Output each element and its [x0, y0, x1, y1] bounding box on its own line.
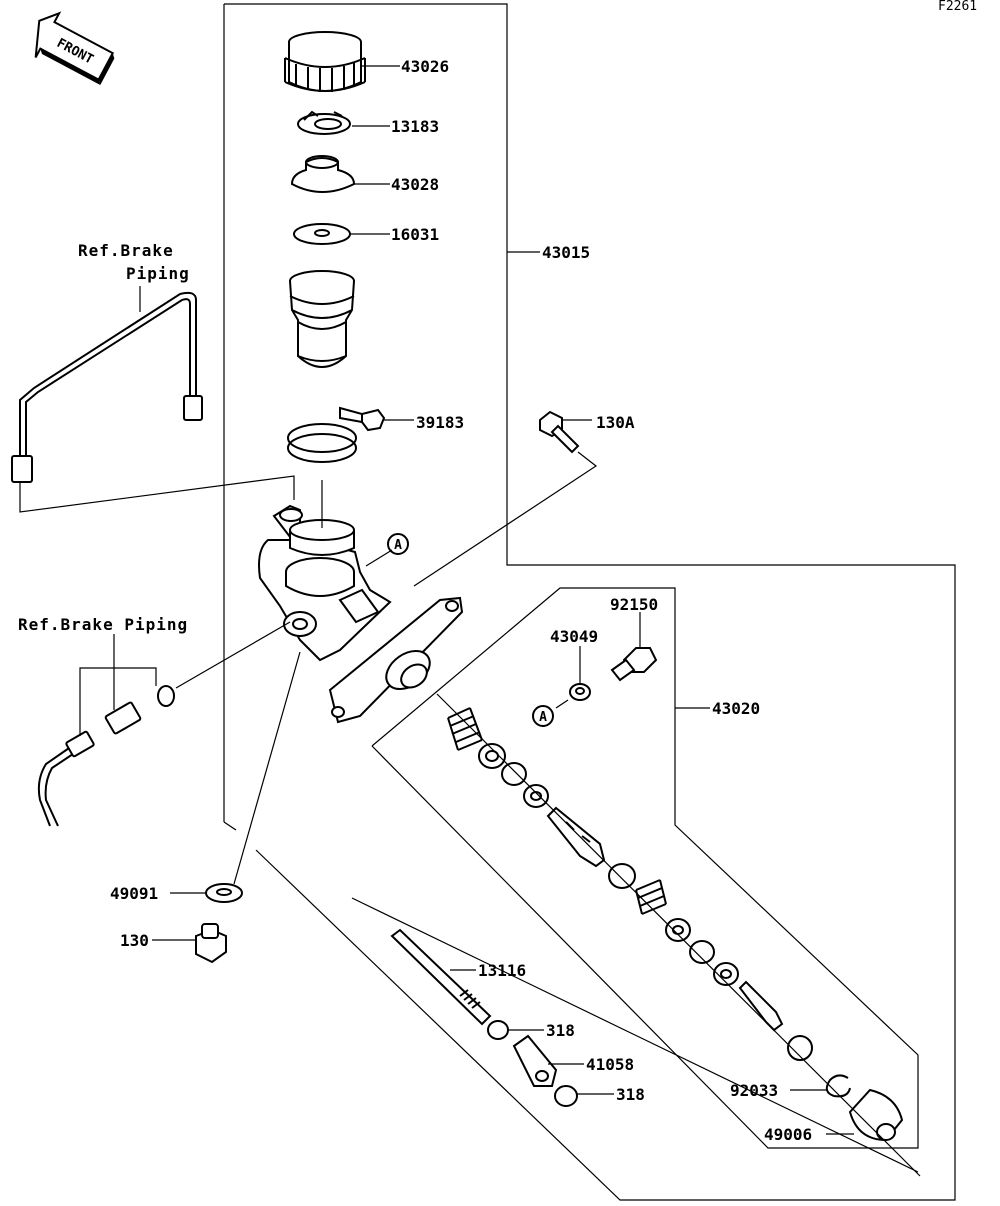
callout-a-lower-label: A	[539, 710, 547, 725]
label-130A: 130A	[596, 413, 635, 432]
part-piston-washer-4	[713, 962, 739, 986]
part-pushrod-boot-end	[787, 1035, 813, 1061]
label-318-lower: 318	[616, 1085, 645, 1104]
part-43049-cap	[569, 683, 591, 701]
part-master-cylinder-body	[258, 504, 464, 724]
label-318-upper: 318	[546, 1021, 575, 1040]
part-spring-upper	[447, 707, 483, 751]
part-130A-bolt	[539, 410, 580, 454]
leader-lines	[19, 65, 921, 1177]
part-piston	[546, 806, 606, 868]
part-reservoir	[289, 270, 355, 368]
label-130: 130	[120, 931, 149, 950]
part-piston-washer-3	[689, 940, 715, 964]
part-49091-washer	[205, 883, 243, 903]
label-41058: 41058	[586, 1055, 634, 1074]
part-cup-middle	[608, 863, 636, 889]
part-43028-diaphragm	[290, 155, 356, 193]
label-43020: 43020	[712, 699, 760, 718]
part-41058-clevis	[512, 1034, 558, 1087]
part-13183-retainer	[297, 110, 351, 135]
part-piston-washer-1	[501, 762, 527, 786]
part-49006-boot	[848, 1088, 904, 1142]
part-13116-pushrod	[390, 928, 492, 1026]
front-arrow-icon: FRONT	[34, 11, 115, 86]
part-318-nut-upper	[487, 1020, 509, 1040]
label-92150: 92150	[610, 595, 658, 614]
group-outline-43020	[371, 587, 919, 1149]
part-brake-pipe-upper	[11, 291, 203, 483]
label-13116: 13116	[478, 961, 526, 980]
label-43049: 43049	[550, 627, 598, 646]
label-43028: 43028	[391, 175, 439, 194]
part-brake-pipe-lower	[37, 685, 175, 827]
diagram-code: F2261	[938, 0, 977, 14]
label-49006: 49006	[764, 1125, 812, 1144]
part-92150-bleeder	[610, 647, 658, 682]
part-318-nut-lower	[554, 1085, 578, 1107]
part-cup-seal-lower	[665, 918, 691, 942]
part-cup-seal-upper	[478, 743, 506, 769]
label-92033: 92033	[730, 1081, 778, 1100]
callout-a-upper-label: A	[394, 538, 402, 553]
callout-a-upper: A	[387, 533, 409, 555]
part-39183-clamp	[287, 406, 386, 463]
part-43026-cap	[284, 31, 366, 92]
part-130-bolt	[195, 923, 227, 964]
label-49091: 49091	[110, 884, 158, 903]
part-pushrod-piston	[738, 980, 784, 1032]
part-16031-plate	[293, 223, 351, 245]
label-13183: 13183	[391, 117, 439, 136]
ref-brake-piping-left: Ref.Brake Piping	[18, 615, 188, 634]
label-43026: 43026	[401, 57, 449, 76]
label-39183: 39183	[416, 413, 464, 432]
part-piston-washer-2	[523, 784, 549, 808]
label-43015: 43015	[542, 243, 590, 262]
ref-brake-piping-top-line2: Piping	[126, 264, 190, 283]
group-outline-43015	[223, 3, 956, 1201]
ref-brake-piping-top-line1: Ref.Brake	[78, 241, 174, 260]
callout-a-lower: A	[532, 705, 554, 727]
label-16031: 16031	[391, 225, 439, 244]
